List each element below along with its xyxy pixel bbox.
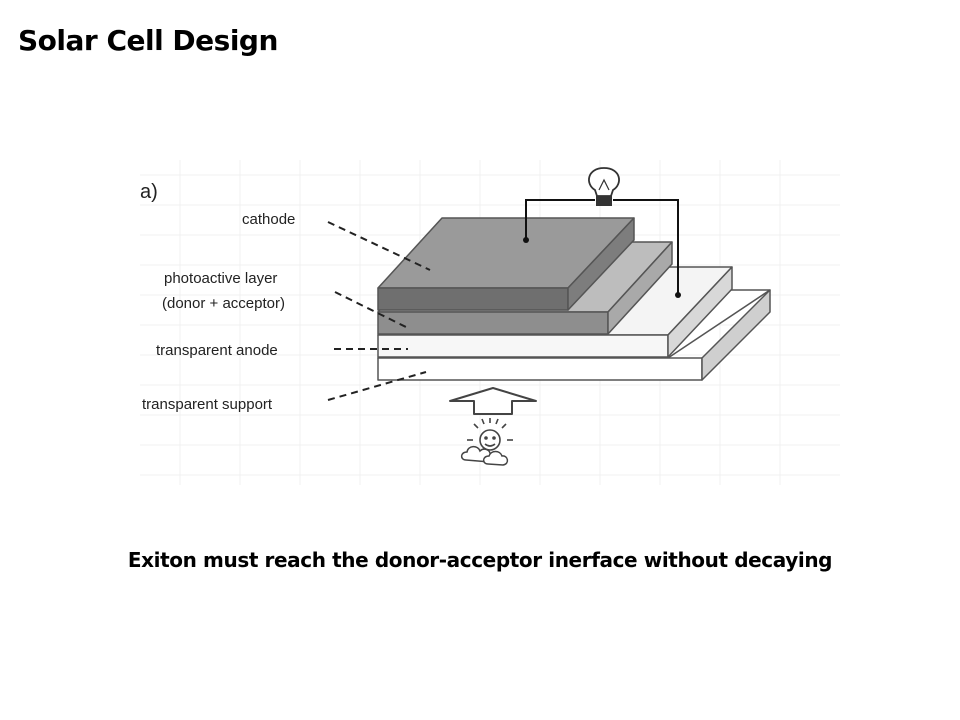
label-cathode: cathode bbox=[242, 211, 295, 228]
anode-contact bbox=[675, 292, 681, 298]
slide-caption: Exiton must reach the donor-acceptor ine… bbox=[127, 548, 833, 572]
panel-label: a) bbox=[140, 181, 158, 203]
label-photoactive-line1: photoactive layer bbox=[164, 270, 277, 287]
label-photoactive-line2: (donor + acceptor) bbox=[162, 295, 285, 312]
circuit-wires bbox=[525, 199, 679, 295]
label-transparent-anode: transparent anode bbox=[156, 342, 278, 359]
sun-icon bbox=[467, 418, 513, 451]
cathode-contact bbox=[523, 237, 529, 243]
cloud-icon bbox=[460, 445, 509, 466]
diagram-svg: a) bbox=[140, 160, 840, 485]
up-arrow-icon bbox=[449, 387, 537, 415]
label-transparent-support: transparent support bbox=[142, 396, 273, 413]
cathode-layer bbox=[377, 217, 635, 311]
solar-cell-diagram: a) bbox=[140, 160, 840, 485]
slide-title: Solar Cell Design bbox=[18, 24, 278, 57]
leader-lines bbox=[327, 221, 431, 401]
light-bulb-icon bbox=[588, 167, 620, 206]
